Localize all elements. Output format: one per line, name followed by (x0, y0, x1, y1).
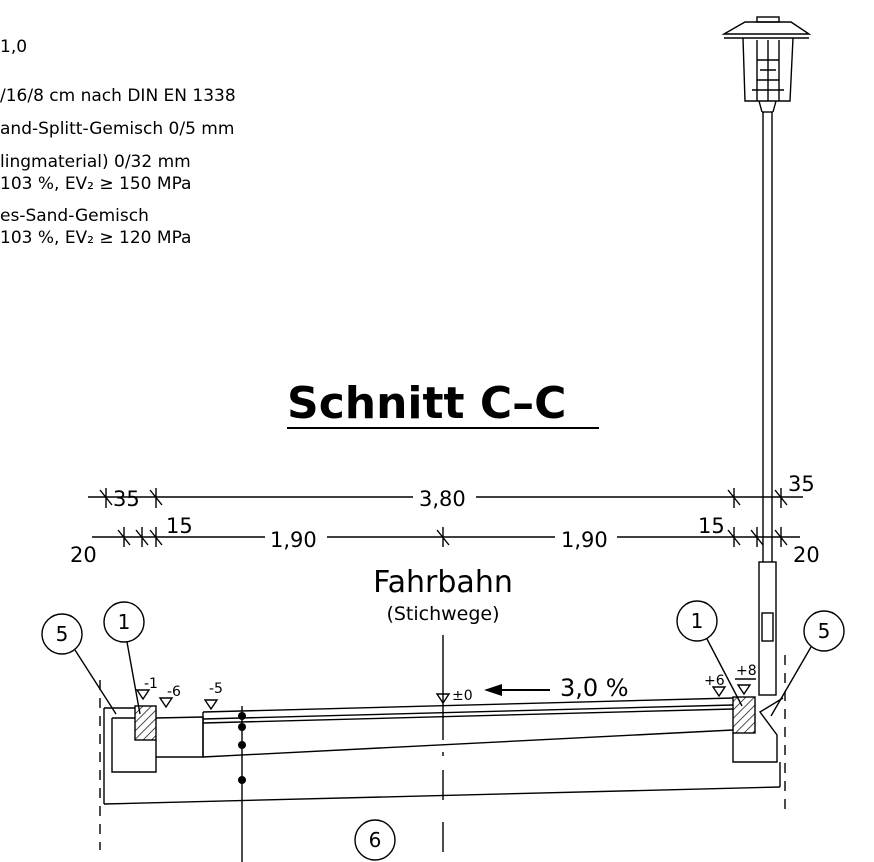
elev-label-6: +8 (736, 663, 757, 679)
elev-triangle-6 (736, 684, 752, 696)
marker-5-right-label: 5 (818, 619, 831, 643)
elev-triangle-4 (435, 693, 451, 705)
legend-line-5: 103 %, EV₂ ≥ 150 MPa (0, 174, 191, 194)
dim-half-right: 1,90 (561, 528, 608, 552)
marker-1-left-label: 1 (118, 610, 131, 634)
roadway-name: Fahrbahn (373, 565, 513, 600)
lamp-inner (757, 59, 779, 81)
marker-5-right (803, 610, 845, 652)
dim-left-20: 20 (70, 543, 97, 567)
marker-5-left-label: 5 (56, 622, 69, 646)
elev-triangle-1 (135, 689, 151, 701)
base-layer-bottom (202, 729, 734, 758)
dim-right-15: 15 (698, 514, 725, 538)
callouts: 5 1 1 5 6 (41, 600, 845, 861)
dim-ticks-lower (117, 527, 788, 547)
left-curb (134, 705, 157, 741)
dim-half-left: 1,90 (270, 528, 317, 552)
elev-triangle-3 (203, 699, 219, 711)
marker-6 (354, 819, 396, 861)
pole-base (758, 561, 777, 696)
elev-label-3: -5 (209, 681, 223, 697)
right-curb (732, 696, 756, 734)
right-shoulder (732, 697, 784, 763)
elev-label-4: ±0 (452, 688, 473, 704)
marker-1-right-label: 1 (691, 609, 704, 633)
elev-label-5: +6 (704, 673, 725, 689)
dimensions: 35 3,80 35 20 15 1,90 1,90 15 20 (70, 472, 820, 567)
subgrade-bottom (103, 786, 781, 805)
legend-line-3: and-Splitt-Gemisch 0/5 mm (0, 119, 234, 139)
elev-triangle-2 (158, 697, 174, 709)
street-lamp (721, 16, 812, 696)
lamp-neck-right (772, 100, 777, 113)
marker-1-left (103, 601, 145, 643)
surface-layer-1 (202, 704, 734, 720)
left-gutter (155, 716, 204, 758)
marker-1-right-leader (706, 638, 743, 707)
dim-right-20: 20 (793, 543, 820, 567)
elev-label-1: -1 (144, 676, 158, 692)
legend-line-1: 1,0 (0, 37, 27, 57)
legend-line-4: lingmaterial) 0/32 mm (0, 152, 191, 172)
marker-1-right (676, 600, 718, 642)
surface-top (202, 697, 734, 713)
lamp-cap-top (756, 16, 780, 23)
lamp-hood (721, 21, 812, 35)
layer-dot-1 (238, 712, 246, 720)
slope-arrow-head (484, 684, 502, 696)
marker-5-left (41, 613, 83, 655)
left-shoulder (104, 707, 157, 773)
surface-layer-2 (202, 708, 734, 724)
elev-triangle-5 (711, 686, 727, 698)
marker-5-left-leader (74, 649, 117, 715)
slope-value: 3,0 % (560, 674, 629, 702)
pole-door (761, 612, 774, 642)
legend-line-6: es-Sand-Gemisch (0, 206, 149, 226)
elev-label-2: -6 (167, 684, 181, 700)
layer-dot-3 (238, 741, 246, 749)
layer-dot-2 (238, 723, 246, 731)
dim-total: 3,80 (419, 487, 466, 511)
layer-dot-4 (238, 776, 246, 784)
elevation-markers: -1 -6 -5 ±0 +6 +8 (135, 663, 757, 711)
marker-1-left-leader (126, 641, 141, 715)
dim-left-15: 15 (166, 514, 193, 538)
legend-line-7: 103 %, EV₂ ≥ 120 MPa (0, 228, 191, 248)
marker-5-right-leader (770, 646, 812, 717)
legend-line-2: /16/8 cm nach DIN EN 1338 (0, 86, 236, 106)
dim-left-35: 35 (113, 487, 140, 511)
roadway-subtitle: (Stichwege) (386, 603, 499, 625)
marker-6-label: 6 (369, 828, 382, 852)
dim-right-35: 35 (788, 472, 815, 496)
section-title: Schnitt C–C (287, 378, 566, 429)
legend: 1,0 /16/8 cm nach DIN EN 1338 and-Splitt… (0, 37, 236, 248)
lamp-neck-left (758, 100, 763, 113)
cross-section (99, 655, 786, 862)
dim-ticks-upper (99, 488, 788, 508)
slope-indicator: 3,0 % (484, 674, 629, 702)
